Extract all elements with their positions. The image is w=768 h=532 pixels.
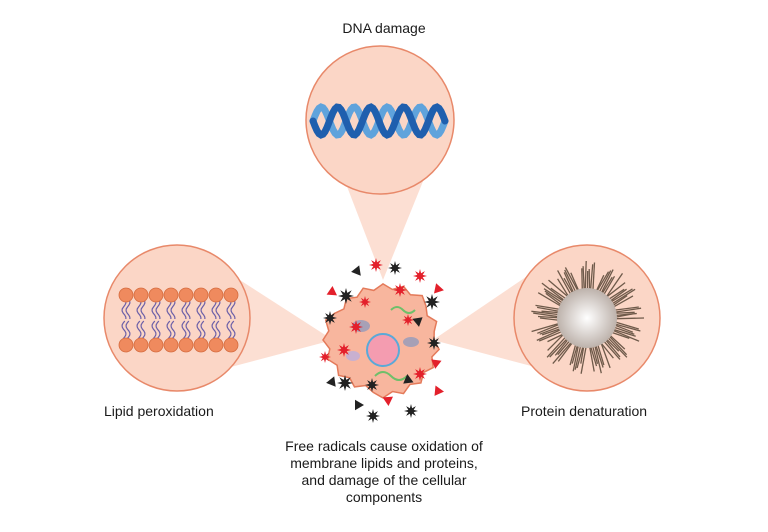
- black-radical-triangle: [355, 400, 364, 410]
- lipid-peroxidation-circle: [104, 245, 250, 391]
- caption-line: and damage of the cellular: [234, 472, 534, 489]
- red-radical-triangle: [435, 386, 445, 396]
- black-radical-star: [424, 294, 440, 310]
- red-radical-star: [359, 296, 371, 308]
- red-radical-star: [402, 314, 414, 326]
- protein-core: [557, 288, 617, 348]
- red-radical-star: [319, 351, 331, 363]
- lipid-head: [134, 338, 148, 352]
- lipid-head: [209, 338, 223, 352]
- lipid-head: [179, 338, 193, 352]
- damaged-cell: [323, 284, 439, 398]
- organelle: [403, 337, 419, 347]
- lipid-head: [119, 338, 133, 352]
- black-radical-triangle: [351, 265, 361, 275]
- red-radical-star: [349, 320, 363, 334]
- black-radical-star: [388, 261, 402, 275]
- lipid-head: [194, 288, 208, 302]
- protein-denaturation-label: Protein denaturation: [521, 403, 647, 419]
- lipid-head: [164, 338, 178, 352]
- black-radical-star: [338, 288, 354, 304]
- lipid-head: [179, 288, 193, 302]
- caption-line: membrane lipids and proteins,: [234, 455, 534, 472]
- red-radical-star: [413, 269, 427, 283]
- organelle: [346, 351, 360, 361]
- red-radical-triangle: [383, 397, 393, 406]
- lipid-head: [224, 288, 238, 302]
- caption-line: components: [234, 489, 534, 506]
- black-radical-triangle: [326, 376, 336, 386]
- lipid-head: [194, 338, 208, 352]
- caption: Free radicals cause oxidation of membran…: [234, 438, 534, 506]
- lipid-head: [149, 288, 163, 302]
- black-radical-star: [366, 409, 380, 423]
- red-radical-star: [393, 283, 407, 297]
- black-radical-star: [427, 336, 441, 350]
- red-radical-star: [337, 343, 351, 357]
- dna-damage-circle: [306, 46, 454, 194]
- lipid-head: [209, 288, 223, 302]
- red-radical-star: [369, 258, 383, 272]
- lipid-head: [149, 338, 163, 352]
- dna-damage-label: DNA damage: [0, 20, 768, 36]
- lipid-head: [134, 288, 148, 302]
- red-radical-triangle: [327, 286, 337, 295]
- lipid-head: [224, 338, 238, 352]
- protein-denaturation-circle: [514, 245, 660, 391]
- lipid-head: [119, 288, 133, 302]
- cell-nucleus: [367, 334, 399, 366]
- caption-line: Free radicals cause oxidation of: [234, 438, 534, 455]
- black-radical-star: [365, 378, 379, 392]
- black-radical-star: [404, 404, 418, 418]
- lipid-peroxidation-label: Lipid peroxidation: [104, 403, 214, 419]
- lipid-head: [164, 288, 178, 302]
- black-radical-star: [337, 375, 353, 391]
- black-radical-star: [323, 311, 337, 325]
- red-radical-star: [413, 367, 427, 381]
- red-radical-triangle: [434, 283, 444, 293]
